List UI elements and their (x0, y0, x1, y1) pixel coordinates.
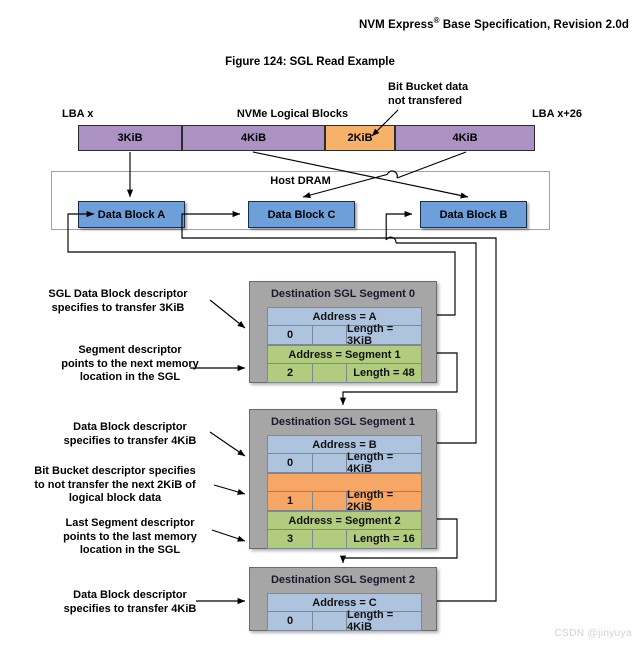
logical-block-cell-1[interactable]: 4KiB (182, 125, 325, 151)
note-last-segment-line-0: Last Segment descriptor (65, 517, 195, 529)
note-sgl-data-block-3kib: SGL Data Block descriptor specifies to t… (28, 288, 208, 315)
logical-block-cell-3[interactable]: 4KiB (395, 125, 535, 151)
segment-1-descriptor-2-spacer (313, 530, 347, 549)
data-block-a[interactable]: Data Block A (78, 201, 185, 228)
segment-2-descriptor-0[interactable]: Address = C 0 Length = 4KiB (267, 593, 422, 633)
note-bit-bucket-line-2: logical block data (68, 492, 162, 504)
note-segment-descriptor-line-0: Segment descriptor (78, 344, 182, 356)
segment-0-descriptor-0-row: 0 Length = 3KiB (267, 323, 422, 347)
note-last-segment-line-2: location in the SGL (79, 544, 181, 556)
segment-0-descriptor-1-id: 2 (267, 364, 313, 383)
segment-1-descriptor-1-bit-bucket[interactable]: 1 Length = 2KiB (267, 473, 422, 513)
sgl-segment-1-title: Destination SGL Segment 1 (270, 416, 416, 428)
data-block-b[interactable]: Data Block B (420, 201, 527, 228)
note-data-block-4kib-c-line-0: Data Block descriptor (73, 589, 187, 601)
figure-title: Figure 124: SGL Read Example (225, 56, 395, 68)
segment-1-descriptor-1-id: 1 (267, 492, 313, 511)
note-data-block-4kib-b: Data Block descriptor specifies to trans… (40, 421, 220, 448)
segment-1-descriptor-2-id: 3 (267, 530, 313, 549)
spec-header-suffix: Base Specification, Revision 2.0d (439, 18, 629, 31)
note-last-segment-line-1: points to the last memory (63, 530, 197, 543)
note-last-segment: Last Segment descriptor points to the la… (40, 517, 220, 558)
segment-2-descriptor-0-id: 0 (267, 612, 313, 631)
host-dram-label: Host DRAM (270, 175, 331, 187)
sgl-segment-1: Destination SGL Segment 1 Address = B 0 … (249, 409, 437, 549)
sgl-segment-2: Destination SGL Segment 2 Address = C 0 … (249, 567, 437, 633)
segment-0-descriptor-1[interactable]: Address = Segment 1 2 Length = 48 (267, 345, 422, 383)
bit-bucket-callout: Bit Bucket data not transfered (388, 80, 528, 108)
segment-1-descriptor-2-length: Length = 16 (347, 530, 422, 549)
note-sgl-data-block-3kib-line-1: specifies to transfer 3KiB (51, 301, 185, 314)
spec-header: NVM Express® Base Specification, Revisio… (0, 16, 629, 31)
segment-1-descriptor-0-row: 0 Length = 4KiB (267, 451, 422, 475)
segment-1-descriptor-1-spacer (313, 492, 347, 511)
note-bit-bucket: Bit Bucket descriptor specifies to not t… (9, 465, 221, 506)
note-data-block-4kib-c-line-1: specifies to transfer 4KiB (63, 602, 197, 615)
segment-1-descriptor-0-spacer (313, 454, 347, 473)
watermark: CSDN @jinyuya (554, 628, 632, 639)
note-data-block-4kib-b-line-0: Data Block descriptor (73, 421, 187, 433)
segment-1-descriptor-2[interactable]: Address = Segment 2 3 Length = 16 (267, 511, 422, 549)
note-data-block-4kib-c: Data Block descriptor specifies to trans… (40, 589, 220, 616)
segment-1-descriptor-0-length: Length = 4KiB (347, 451, 422, 475)
sgl-segment-2-title: Destination SGL Segment 2 (270, 574, 416, 586)
segment-0-descriptor-0[interactable]: Address = A 0 Length = 3KiB (267, 307, 422, 347)
segment-1-descriptor-0[interactable]: Address = B 0 Length = 4KiB (267, 435, 422, 475)
leader-note-sgl-data-block-3kib (209, 299, 246, 329)
segment-0-descriptor-1-row: 2 Length = 48 (267, 364, 422, 383)
segment-1-descriptor-1-row: 1 Length = 2KiB (267, 489, 422, 513)
sgl-segment-0-title: Destination SGL Segment 0 (270, 288, 416, 300)
segment-0-descriptor-1-address: Address = Segment 1 (267, 345, 422, 364)
segment-1-descriptor-2-row: 3 Length = 16 (267, 530, 422, 549)
logical-block-cell-2-bit-bucket[interactable]: 2KiB (325, 125, 395, 151)
segment-2-descriptor-0-row: 0 Length = 4KiB (267, 609, 422, 633)
segment-2-descriptor-0-spacer (313, 612, 347, 631)
note-data-block-4kib-b-line-1: specifies to transfer 4KiB (63, 434, 197, 447)
note-segment-descriptor-line-1: points to the next memory (61, 357, 199, 370)
segment-2-descriptor-0-length: Length = 4KiB (347, 609, 422, 633)
segment-0-descriptor-1-length: Length = 48 (347, 364, 422, 383)
nvme-logical-blocks-label: NVMe Logical Blocks (236, 108, 349, 120)
data-block-c[interactable]: Data Block C (248, 201, 355, 228)
wire-hop-b-icon (385, 236, 397, 244)
spec-header-prefix: NVM Express (359, 18, 434, 31)
note-bit-bucket-line-0: Bit Bucket descriptor specifies (34, 465, 196, 477)
segment-1-descriptor-1-length: Length = 2KiB (347, 489, 422, 513)
lba-end-label: LBA x+26 (531, 108, 582, 120)
segment-0-descriptor-0-length: Length = 3KiB (347, 323, 422, 347)
segment-1-descriptor-2-address: Address = Segment 2 (267, 511, 422, 530)
segment-0-descriptor-0-id: 0 (267, 326, 313, 345)
note-segment-descriptor: Segment descriptor points to the next me… (40, 344, 220, 385)
bit-bucket-callout-line1: Bit Bucket data (388, 81, 469, 93)
bit-bucket-callout-line2: not transfered (388, 95, 462, 107)
sgl-segment-0: Destination SGL Segment 0 Address = A 0 … (249, 281, 437, 383)
registered-mark-icon: ® (433, 16, 440, 25)
logical-block-cell-0[interactable]: 3KiB (78, 125, 182, 151)
segment-0-descriptor-0-spacer (313, 326, 347, 345)
note-sgl-data-block-3kib-line-0: SGL Data Block descriptor (48, 288, 188, 300)
lba-start-label: LBA x (62, 108, 94, 120)
note-segment-descriptor-line-2: location in the SGL (79, 371, 181, 383)
note-bit-bucket-line-1: to not transfer the next 2KiB of (34, 478, 196, 491)
segment-1-descriptor-0-id: 0 (267, 454, 313, 473)
segment-0-descriptor-1-spacer (313, 364, 347, 383)
